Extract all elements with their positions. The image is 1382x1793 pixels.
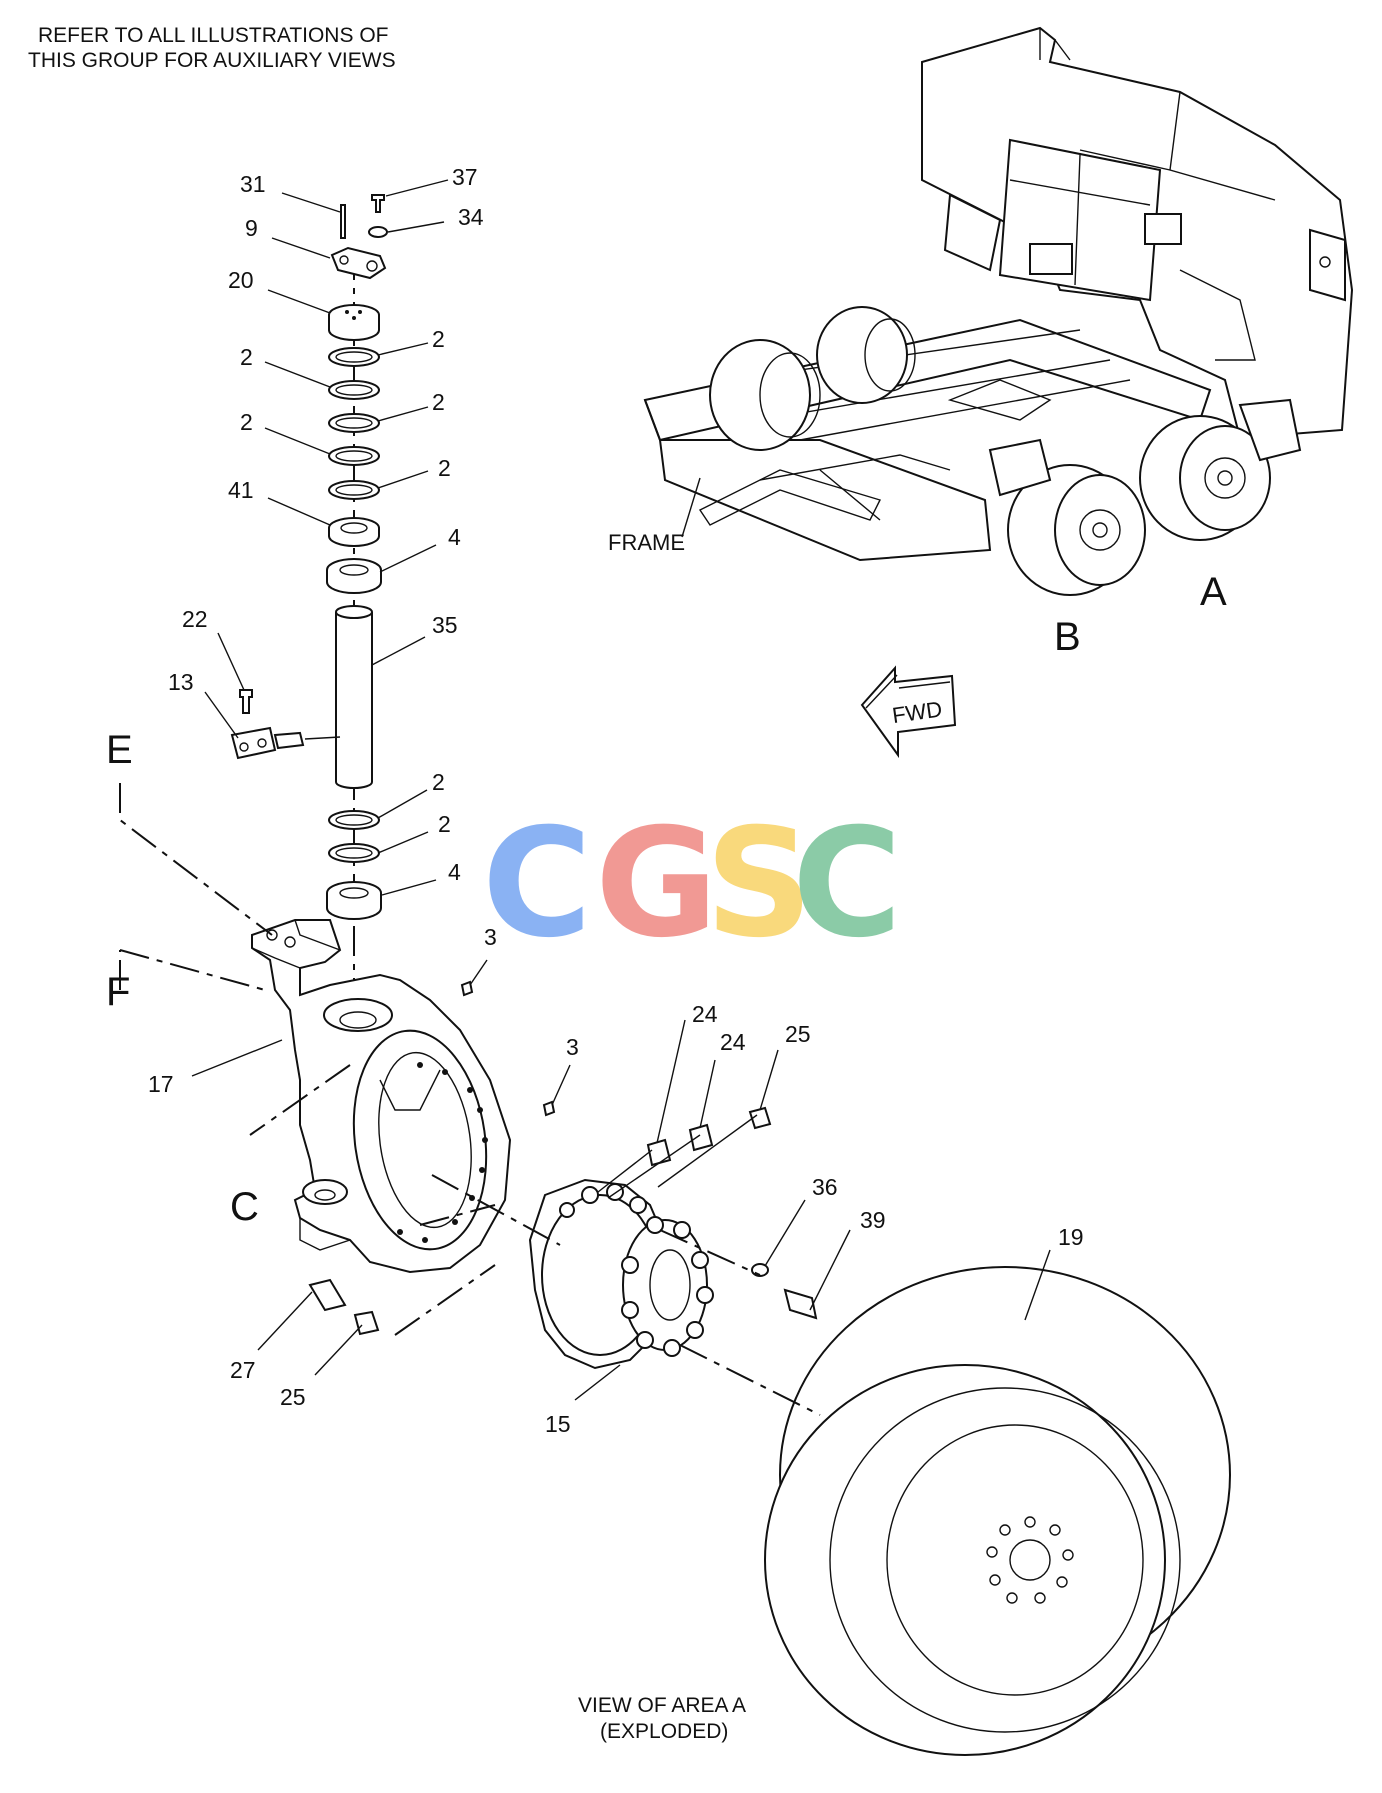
watermark-logo: C G S C: [482, 797, 902, 971]
callout-9: 9: [245, 215, 258, 241]
callout-2e: 2: [438, 455, 451, 481]
callout-37: 37: [452, 164, 478, 190]
callout-41: 41: [228, 477, 254, 503]
leader-lines: [191, 179, 1051, 1401]
callout-15: 15: [545, 1411, 571, 1437]
drive-wheel: [764, 1266, 1231, 1756]
area-b-label: B: [1054, 615, 1081, 659]
callout-3b: 3: [566, 1034, 579, 1060]
watermark-letter-4: C: [792, 797, 902, 971]
callout-25b: 25: [280, 1384, 306, 1410]
callout-24b: 24: [720, 1029, 746, 1055]
watermark-letter-3: S: [705, 797, 813, 971]
refer-note-line1: REFER TO ALL ILLUSTRATIONS OF: [38, 24, 388, 47]
section-c-label: C: [230, 1185, 259, 1229]
callout-20: 20: [228, 267, 254, 293]
callout-34: 34: [458, 204, 484, 230]
fwd-arrow-icon: [860, 665, 957, 759]
refer-note-line2: THIS GROUP FOR AUXILIARY VIEWS: [28, 49, 396, 72]
callout-2d: 2: [240, 409, 253, 435]
frame-label: FRAME: [608, 530, 685, 555]
section-e-label: E: [106, 728, 133, 772]
callout-39: 39: [860, 1207, 886, 1233]
callout-2f: 2: [432, 769, 445, 795]
section-f-label: F: [106, 970, 130, 1014]
watermark-letter-1: C: [482, 797, 592, 971]
view-note-line1: VIEW OF AREA A: [578, 1694, 746, 1717]
callout-4b: 4: [448, 859, 461, 885]
callout-36: 36: [812, 1174, 838, 1200]
callout-35: 35: [432, 612, 458, 638]
truck-frame-overview: [643, 26, 1354, 596]
drive-hub: [528, 1178, 714, 1370]
callout-2a: 2: [432, 326, 445, 352]
callout-2b: 2: [240, 344, 253, 370]
callout-2c: 2: [432, 389, 445, 415]
steering-knuckle: [251, 919, 512, 1274]
callout-19: 19: [1058, 1224, 1084, 1250]
kingpin-stack: [230, 194, 556, 1117]
callout-24a: 24: [692, 1001, 718, 1027]
area-a-label: A: [1200, 570, 1227, 614]
callout-31: 31: [240, 171, 266, 197]
callout-25a: 25: [785, 1021, 811, 1047]
callout-17: 17: [148, 1071, 174, 1097]
fittings-group: [308, 1106, 818, 1336]
callout-22: 22: [182, 606, 208, 632]
callout-4a: 4: [448, 524, 461, 550]
callout-13: 13: [168, 669, 194, 695]
callout-27: 27: [230, 1357, 256, 1383]
callout-2g: 2: [438, 811, 451, 837]
view-note-line2: (EXPLODED): [600, 1720, 728, 1743]
callout-3a: 3: [484, 924, 497, 950]
watermark-letter-2: G: [595, 797, 718, 971]
